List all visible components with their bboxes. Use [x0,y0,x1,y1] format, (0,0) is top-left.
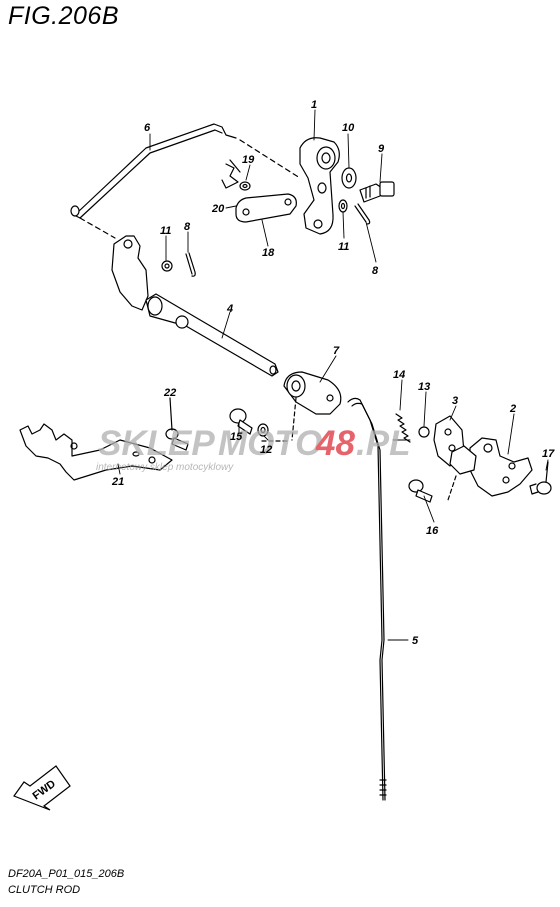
part-8-cotter-pin-left[interactable] [185,252,196,277]
callout-11-left: 11 [160,225,171,237]
part-4-shaft[interactable] [145,293,279,377]
part-17-bolt[interactable] [529,461,552,495]
part-11-washer-left[interactable] [161,260,173,272]
part-15-bolt[interactable] [229,408,253,435]
figure-title: FIG.206B [8,2,119,30]
part-22-bolt[interactable] [165,397,189,451]
part-20-clip[interactable] [221,159,241,189]
watermark-brand-2: MOTO [218,424,322,463]
part-19-washer[interactable] [239,181,251,191]
part-11-washer-right[interactable] [338,199,348,213]
callout-17: 17 [542,448,555,460]
callout-15: 15 [230,431,243,443]
callout-numbers: 1 2 3 4 5 6 7 8 8 9 10 11 11 12 13 14 15… [111,99,555,647]
callout-14: 14 [393,369,405,381]
watermark-brand-3: 48 [315,424,355,463]
part-10-washer[interactable] [341,167,357,189]
part-13-ball[interactable] [418,426,430,438]
callout-8-right: 8 [372,265,379,277]
callout-18: 18 [262,247,275,259]
part-9-bolt[interactable] [359,181,395,203]
callout-3: 3 [452,395,458,407]
figure-name: CLUTCH ROD [8,884,81,896]
callout-21: 21 [111,476,124,488]
part-8-cotter-pin-right[interactable] [354,203,371,225]
part-6-rod[interactable] [70,123,301,239]
watermark: SKLEP MOTO 48 .PL internetowy sklep moto… [96,424,410,473]
callout-10: 10 [342,122,355,134]
callout-13: 13 [418,381,430,393]
callout-11-right: 11 [338,241,349,253]
callout-2: 2 [509,403,516,415]
part-12-washer[interactable] [257,423,269,437]
part-14-spring[interactable] [395,413,411,443]
fwd-arrow: FWD [13,765,71,811]
part-21-bracket[interactable] [19,423,173,481]
figure-code: DF20A_P01_015_206B [8,868,125,880]
callout-12: 12 [260,444,272,456]
callout-1: 1 [311,99,317,111]
callout-6: 6 [144,122,151,134]
callout-9: 9 [378,143,385,155]
callout-19: 19 [242,154,255,166]
watermark-subtitle: internetowy sklep motocyklowy [96,462,234,473]
part-7-joint[interactable] [261,371,342,442]
leader-lines [117,109,549,641]
callout-7: 7 [333,345,340,357]
left-bracket [111,235,149,311]
callout-20: 20 [211,203,225,215]
part-5-long-rod[interactable] [347,397,387,801]
part-18-link-plate[interactable] [235,193,297,223]
callout-22: 22 [163,387,176,399]
part-16-bolt[interactable] [408,479,433,503]
watermark-brand-4: .PL [356,424,410,463]
callout-5: 5 [412,635,419,647]
part-2-lever[interactable] [447,437,533,501]
callout-16: 16 [426,525,439,537]
callout-4: 4 [226,303,233,315]
callout-8-left: 8 [184,221,191,233]
watermark-brand-1: SKLEP [98,424,215,463]
part-1-clutch-lever[interactable] [299,137,340,235]
